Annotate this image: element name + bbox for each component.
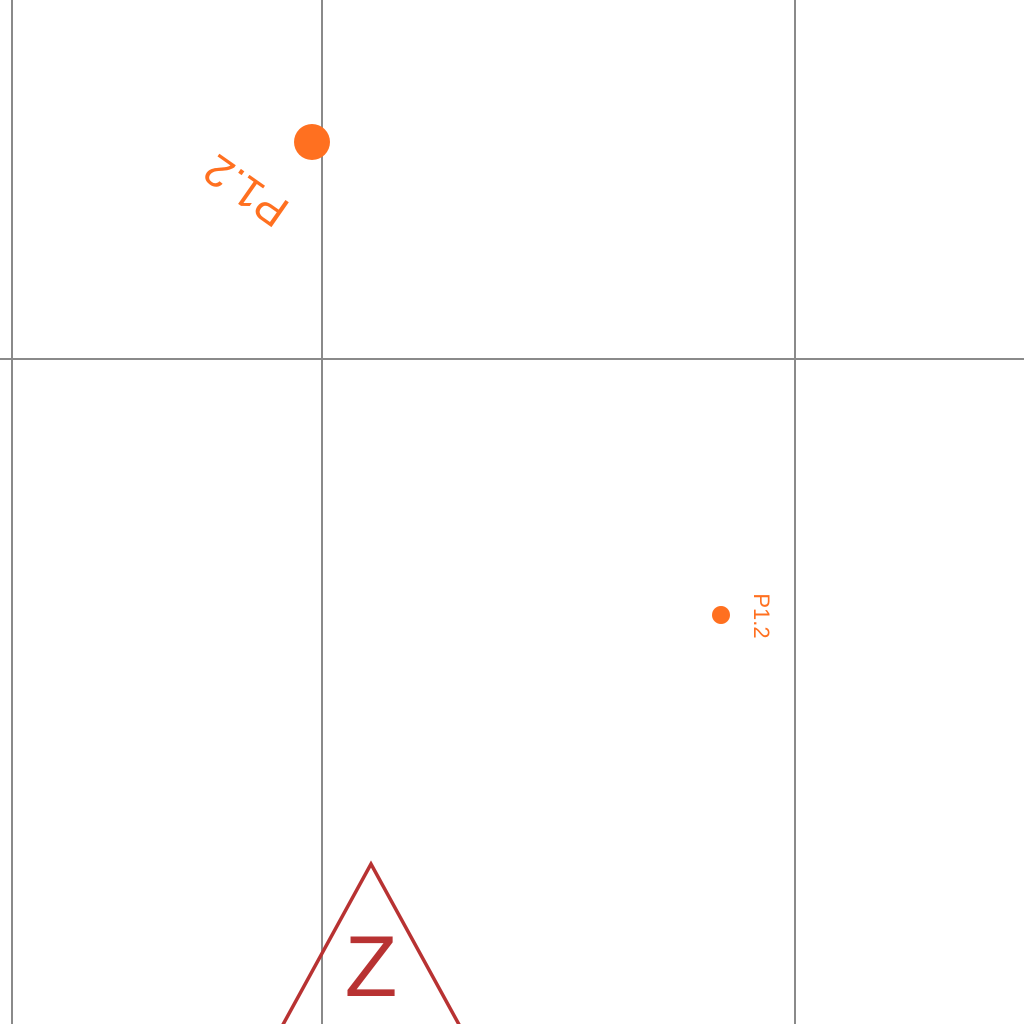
marker-label: P1.2 <box>195 144 297 236</box>
map-marker[interactable]: P1.2 <box>712 593 774 639</box>
point-marker-icon[interactable] <box>294 124 330 160</box>
north-arrow-icon <box>278 860 464 1029</box>
north-arrow: Z <box>278 860 464 1029</box>
north-arrow-letter: Z <box>345 919 398 1015</box>
marker-label: P1.2 <box>749 593 774 638</box>
map-marker[interactable]: P1.2 <box>195 124 330 236</box>
point-marker-icon[interactable] <box>712 606 730 624</box>
